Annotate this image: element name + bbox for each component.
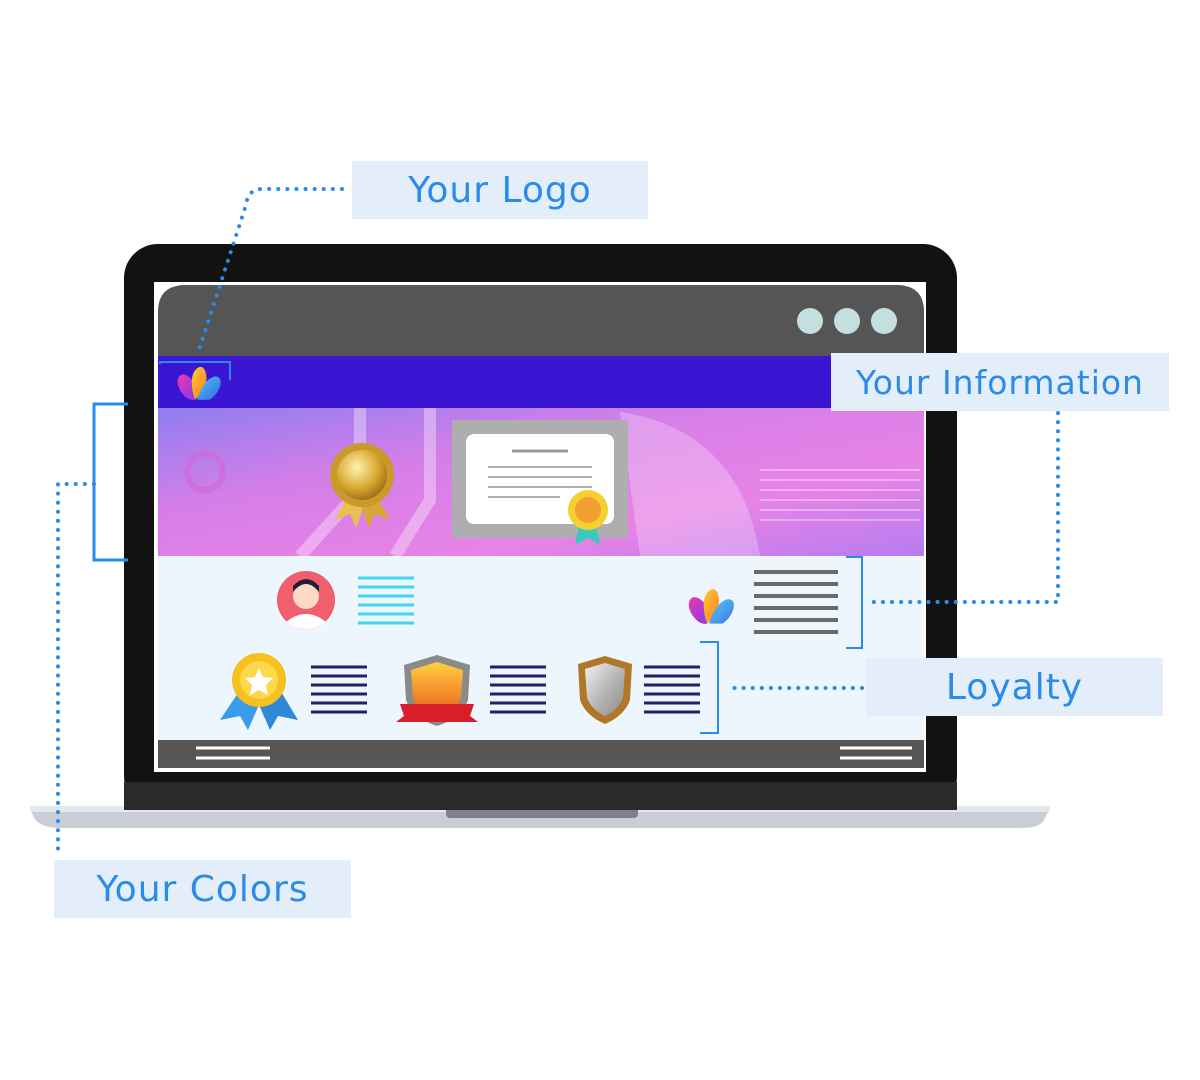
label-loyalty: Loyalty — [866, 658, 1163, 716]
info-lines — [358, 576, 414, 625]
label-your-colors: Your Colors — [54, 860, 351, 918]
orange-shield-icon — [396, 655, 478, 726]
loyalty-lines-3 — [644, 665, 700, 714]
window-dot-icon — [797, 308, 823, 334]
window-footer — [158, 740, 924, 768]
avatar-icon — [277, 571, 335, 629]
label-your-information: Your Information — [831, 353, 1169, 411]
information-bracket — [846, 556, 863, 649]
silver-shield-icon — [578, 656, 632, 724]
information-leader — [864, 411, 1060, 604]
star-ribbon-icon — [220, 653, 298, 730]
window-titlebar — [158, 285, 924, 356]
window-dot-icon — [834, 308, 860, 334]
logo-bracket — [159, 361, 231, 380]
colors-leader — [56, 482, 96, 854]
brand-bar — [158, 356, 924, 408]
colors-bracket — [92, 402, 128, 562]
label-your-logo: Your Logo — [352, 161, 648, 219]
leader-lines — [56, 187, 1060, 854]
loyalty-lines-1 — [311, 665, 367, 714]
loyalty-lines-2 — [490, 665, 546, 714]
logo-leader — [195, 187, 344, 358]
gold-medal-icon — [330, 443, 394, 528]
window-dot-icon — [871, 308, 897, 334]
loyalty-bracket — [700, 641, 719, 734]
certificate-icon — [452, 420, 628, 545]
company-info-lines — [754, 570, 838, 634]
